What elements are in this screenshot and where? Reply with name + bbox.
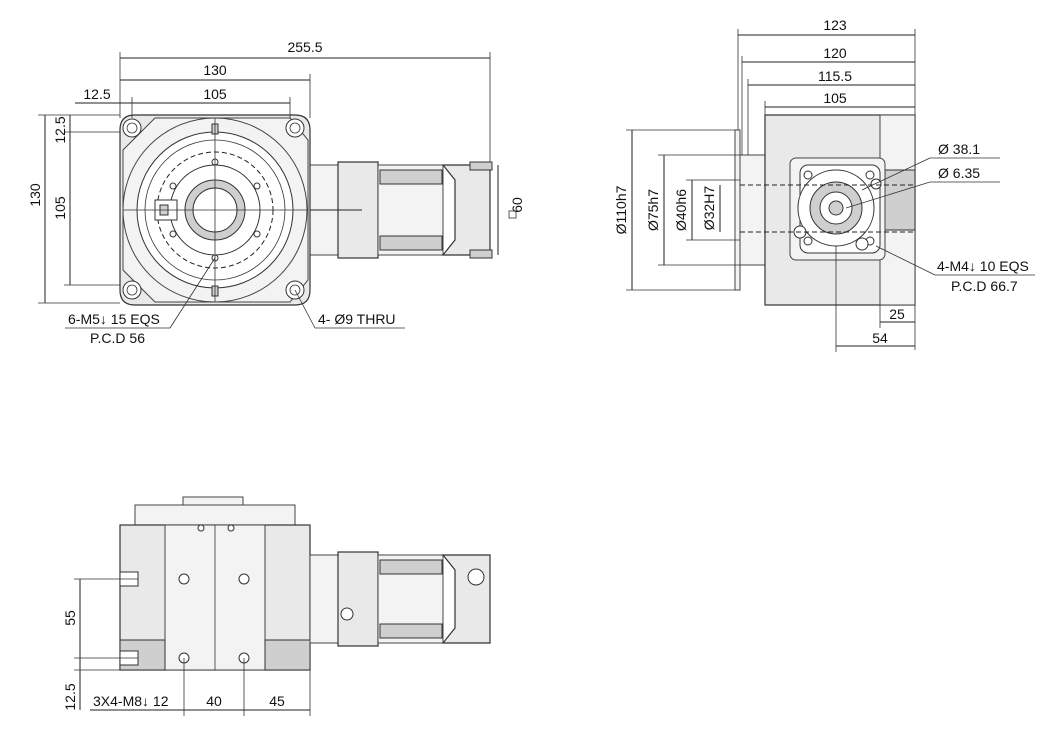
dia-6-35: Ø 6.35 [938, 165, 980, 181]
dim-115-5: 115.5 [818, 68, 852, 84]
callout-pcd-66-7: P.C.D 66.7 [951, 278, 1018, 294]
dim-body-width: 130 [203, 62, 227, 78]
bottom-view: 55 12.5 3X4-M8↓ 12 40 45 [62, 496, 491, 716]
callout-4-m4: 4-M4↓ 10 EQS [937, 258, 1029, 274]
callout-pcd-56: P.C.D 56 [90, 330, 145, 346]
callout-4-holes: 4- Ø9 THRU [318, 311, 396, 327]
dia-40: Ø40h6 [673, 189, 689, 231]
bottom-body [119, 496, 491, 671]
dim-square: 60 [509, 197, 525, 213]
side-view: 123 120 115.5 105 Ø110h7 Ø75h7 Ø40h6 [613, 17, 1035, 352]
side-top-dims: 123 120 115.5 105 [737, 17, 916, 155]
front-callouts: 6-M5↓ 15 EQS P.C.D 56 4- Ø9 THRU [65, 257, 405, 346]
dim-square-60: 60 [497, 165, 525, 255]
dim-105-top: 12.5 105 [75, 86, 291, 118]
callout-3x4-m8: 3X4-M8↓ 12 [93, 693, 169, 709]
dim-25: 25 [889, 306, 905, 322]
dim-54: 54 [872, 330, 888, 346]
bottom-left-dims: 55 12.5 [62, 578, 138, 711]
front-view: 255.5 130 12.5 105 130 105 12.5 [27, 39, 525, 346]
dim-12-5: 12.5 [62, 683, 78, 710]
dia-110: Ø110h7 [613, 185, 629, 234]
front-housing [119, 114, 311, 306]
dim-offset: 12.5 [83, 86, 110, 102]
dim-bolt-span: 105 [203, 86, 227, 102]
bottom-horizontal-dims: 3X4-M8↓ 12 40 45 [90, 658, 311, 716]
side-body [734, 114, 916, 306]
callout-6-m5: 6-M5↓ 15 EQS [68, 311, 160, 327]
dia-75: Ø75h7 [645, 189, 661, 231]
dim-105: 105 [823, 90, 847, 106]
side-diameter-dims: Ø110h7 Ø75h7 Ø40h6 Ø32H7 [613, 129, 740, 291]
dim-left-height: 130 [27, 183, 43, 207]
dim-40: 40 [206, 693, 222, 709]
dim-55: 55 [62, 610, 78, 626]
side-callouts: Ø 38.1 Ø 6.35 4-M4↓ 10 EQS P.C.D 66.7 [845, 141, 1035, 294]
dim-123: 123 [823, 17, 847, 33]
dim-130-top: 130 [120, 62, 311, 118]
dia-32: Ø32H7 [701, 186, 717, 231]
side-bottom-dims: 25 54 [835, 246, 916, 352]
dim-left-span: 105 [52, 196, 68, 220]
dim-45: 45 [269, 693, 285, 709]
dim-120: 120 [823, 45, 847, 61]
dia-38-1: Ø 38.1 [938, 141, 980, 157]
dim-255-5: 255.5 [119, 39, 491, 162]
dim-left-offset: 12.5 [52, 116, 68, 143]
dim-overall-length: 255.5 [287, 39, 322, 55]
dim-left-verticals: 130 105 12.5 [27, 114, 120, 304]
front-adapter [309, 161, 493, 259]
